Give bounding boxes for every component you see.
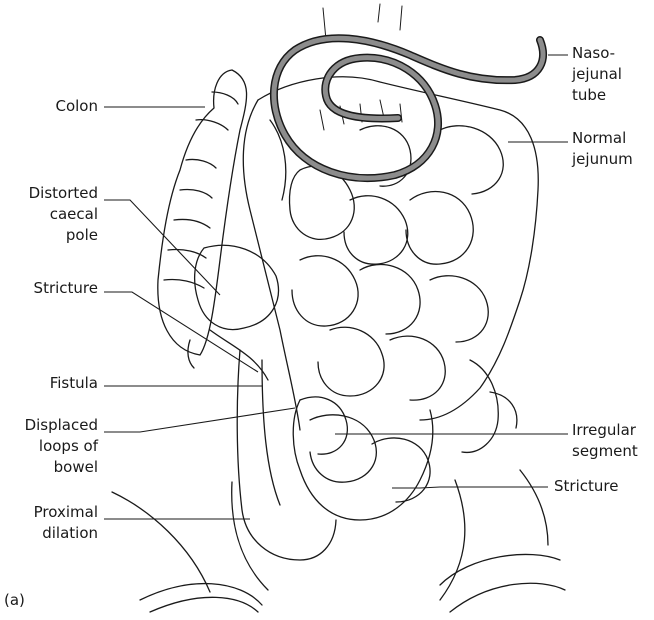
label-displaced-loops: Displaced loops of bowel bbox=[0, 415, 98, 478]
label-fistula: Fistula bbox=[0, 373, 98, 394]
label-proximal-dilation: Proximal dilation bbox=[0, 502, 98, 544]
label-naso-jejunal-tube: Naso- jejunal tube bbox=[572, 43, 652, 106]
leader-displaced-loops bbox=[104, 408, 295, 432]
pelvis-outline bbox=[112, 470, 565, 612]
label-normal-jejunum: Normal jejunum bbox=[572, 128, 652, 170]
colon-drawing bbox=[158, 70, 247, 368]
label-colon: Colon bbox=[0, 96, 98, 117]
label-irregular-segment: Irregular segment bbox=[572, 420, 652, 462]
leader-lines bbox=[104, 55, 568, 519]
leader-stricture-left bbox=[104, 292, 258, 372]
label-stricture-left: Stricture bbox=[0, 278, 98, 299]
lower-loops-drawing bbox=[237, 350, 433, 560]
label-stricture-right: Stricture bbox=[554, 476, 650, 497]
caecal-pole-drawing bbox=[195, 245, 279, 380]
panel-label: (a) bbox=[4, 590, 44, 611]
label-distorted-caecal-pole: Distorted caecal pole bbox=[0, 183, 98, 246]
